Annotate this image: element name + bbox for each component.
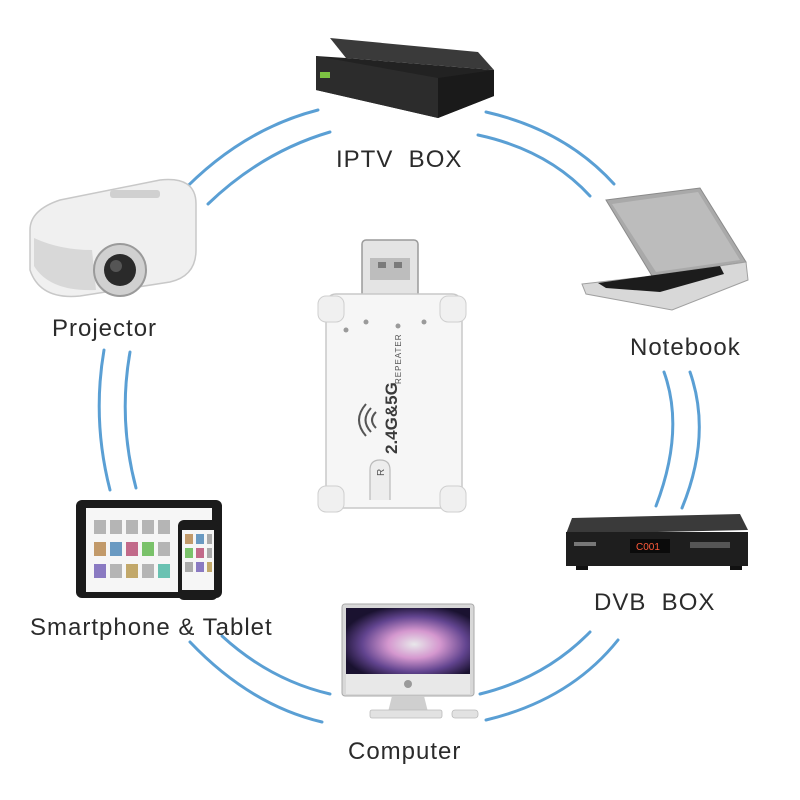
wave-right-inner — [654, 370, 675, 508]
apple-logo-icon — [404, 680, 412, 688]
repeater-device: 2.4G&5G REPEATER R — [317, 239, 467, 513]
wave-left-inner — [123, 350, 138, 490]
status-led-icons — [343, 319, 427, 333]
projector-label: Projector — [52, 315, 158, 342]
notebook-label: Notebook — [630, 334, 741, 361]
notebook-device — [581, 187, 749, 311]
wifi-signal-icon — [358, 403, 377, 437]
wave-right-outer — [680, 370, 701, 510]
repeater-type-label: REPEATER — [394, 333, 403, 384]
wave-top-right-outer — [484, 110, 616, 186]
mouse-icon — [451, 709, 479, 719]
computer-label: Computer — [348, 738, 462, 765]
reset-button — [369, 459, 391, 500]
wave-top-right-inner — [476, 133, 592, 198]
wave-top-left-inner — [206, 130, 332, 206]
wave-bottom-left-inner — [220, 634, 332, 696]
dvb-box-device: C001 — [566, 514, 748, 570]
wave-bottom-right-outer — [484, 638, 620, 722]
android-logo-icon — [320, 72, 330, 78]
computer-device — [341, 603, 479, 719]
projector-device — [29, 178, 197, 298]
dvb-box-label: DVB BOX — [594, 589, 716, 616]
reset-button-label: R — [376, 469, 387, 476]
keyboard-icon — [369, 709, 443, 719]
keyboard-icon — [598, 266, 724, 292]
tablet-smartphone-device — [76, 500, 222, 600]
wave-bottom-right-inner — [478, 630, 592, 696]
iptv-box-device — [316, 38, 494, 118]
iptv-box-label: IPTV BOX — [336, 146, 463, 173]
smartphone-tablet-label: Smartphone & Tablet — [30, 614, 273, 641]
dvb-display-text: C001 — [636, 542, 660, 553]
wave-top-left-outer — [176, 108, 320, 198]
wave-bottom-left-outer — [188, 640, 324, 724]
repeater-band-label: 2.4G&5G — [382, 382, 401, 454]
wave-left-outer — [97, 348, 112, 492]
